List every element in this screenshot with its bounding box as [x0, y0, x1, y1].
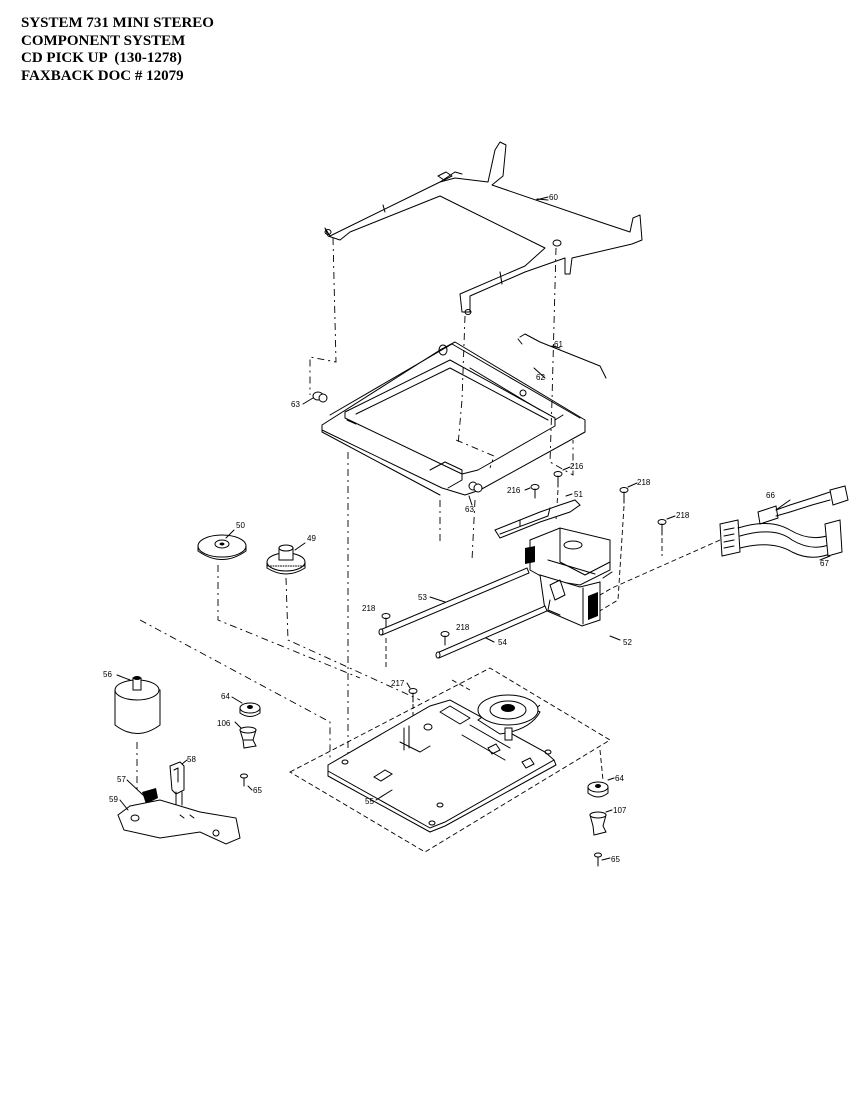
assembly-guide-lines-upper: [309, 237, 574, 755]
screw-part-217: [408, 688, 418, 720]
callout-57: 57: [117, 775, 126, 784]
callout-64-right: 64: [615, 774, 624, 783]
callout-50: 50: [236, 521, 245, 530]
screw-part-218-center: [440, 631, 450, 646]
header-line-2: COMPONENT SYSTEM: [21, 32, 186, 49]
callout-216-left: 216: [507, 486, 521, 495]
callout-64-left: 64: [221, 692, 230, 701]
pcb-part-59: [117, 799, 241, 845]
connector-part-57: [142, 788, 158, 804]
damper-part-64-left: [239, 702, 261, 717]
gear-part-49: [266, 544, 421, 701]
part-callouts: 60 61 62 63 63 216 216 218 218 218 218 5…: [103, 193, 829, 864]
callout-218-upper: 218: [637, 478, 651, 487]
guide-shaft-part-54: [435, 605, 548, 659]
callout-54: 54: [498, 638, 507, 647]
leader-lines: [116, 196, 831, 861]
callout-218-left: 218: [362, 604, 376, 613]
screw-part-218-right: [657, 519, 667, 556]
callout-59: 59: [109, 795, 118, 804]
gear-part-50: [197, 534, 361, 679]
header-line-4: FAXBACK DOC # 12079: [21, 67, 184, 84]
grommet-part-63-left: [312, 391, 328, 403]
chassis-frame-part-62: [321, 341, 586, 496]
callout-60: 60: [549, 193, 558, 202]
callout-218-right: 218: [676, 511, 690, 520]
header-line-3: CD PICK UP (130-1278): [21, 50, 182, 66]
screw-part-216-left: [530, 484, 540, 499]
damper-part-107: [589, 811, 607, 836]
callout-56: 56: [103, 670, 112, 679]
document-header: SYSTEM 731 MINI STEREO COMPONENT SYSTEM …: [21, 15, 214, 85]
optical-pickup-part-52: [525, 527, 613, 627]
callout-217: 217: [391, 679, 405, 688]
top-bracket-part-60: [324, 141, 643, 315]
callout-55: 55: [365, 797, 374, 806]
callout-107: 107: [613, 806, 627, 815]
motor-part-56: [114, 619, 331, 790]
callout-218-center: 218: [456, 623, 470, 632]
callout-106: 106: [217, 719, 231, 728]
callout-66: 66: [766, 491, 775, 500]
connector-cable-part-66-67: [599, 485, 849, 596]
callout-63-right: 63: [465, 505, 474, 514]
callout-52: 52: [623, 638, 632, 647]
callout-65-right: 65: [611, 855, 620, 864]
callout-63-left: 63: [291, 400, 300, 409]
switch-part-58: [169, 761, 185, 806]
header-line-1: SYSTEM 731 MINI STEREO: [21, 15, 214, 31]
callout-216-right: 216: [570, 462, 584, 471]
guide-shaft-part-53: [378, 567, 530, 636]
screw-part-218-left: [381, 613, 391, 668]
grommet-part-63-right: [468, 481, 483, 493]
callout-58: 58: [187, 755, 196, 764]
pickup-bracket-part-51: [494, 499, 581, 539]
callout-65-left: 65: [253, 786, 262, 795]
screw-part-218-upper: [597, 487, 629, 613]
callout-49: 49: [307, 534, 316, 543]
callout-53: 53: [418, 593, 427, 602]
callout-51: 51: [574, 490, 583, 499]
callout-67: 67: [820, 559, 829, 568]
screw-part-65-right: [594, 852, 602, 867]
callout-62: 62: [536, 373, 545, 382]
base-plate-part-55: [289, 667, 611, 853]
spring-wire-part-61: [517, 333, 607, 379]
screw-part-65-left: [240, 773, 248, 787]
damper-part-106: [239, 726, 257, 749]
damper-part-64-right: [587, 781, 609, 798]
callout-61: 61: [554, 340, 563, 349]
